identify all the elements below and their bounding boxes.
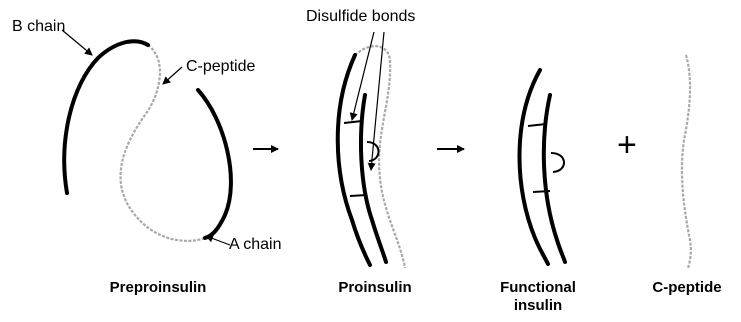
functional-insulin-molecule: [519, 70, 565, 264]
functional-insulin-disulfide-bond-2: [533, 191, 550, 192]
a-chain-label: A chain: [229, 236, 281, 254]
preproinsulin-b-chain: [64, 41, 148, 193]
proinsulin-molecule: [338, 46, 405, 268]
b-chain-pointer: [62, 30, 92, 55]
c-peptide-pointer: [163, 67, 182, 84]
proinsulin-disulfide-bond-2: [350, 195, 367, 196]
c-peptide-caption: C-peptide: [642, 279, 732, 296]
functional-insulin-a-chain: [544, 95, 565, 262]
c-peptide-label: C-peptide: [186, 58, 255, 76]
proinsulin-caption: Proinsulin: [330, 279, 420, 296]
preproinsulin-caption: Preproinsulin: [93, 279, 223, 296]
proinsulin-disulfide-bond-1: [344, 121, 362, 123]
plus-sign: +: [617, 127, 637, 163]
a-chain-pointer: [206, 236, 230, 245]
free-c-peptide-strand: [682, 55, 691, 268]
proinsulin-b-chain: [338, 55, 370, 265]
functional-insulin-caption-line2: insulin: [493, 297, 583, 314]
functional-insulin-caption-line1: Functional: [493, 279, 583, 296]
functional-insulin-intrachain-loop: [551, 153, 564, 172]
b-chain-label: B chain: [12, 18, 65, 36]
disulfide-bonds-label: Disulfide bonds: [306, 8, 415, 26]
proinsulin-a-chain: [361, 95, 386, 262]
preproinsulin-a-chain: [198, 90, 231, 238]
